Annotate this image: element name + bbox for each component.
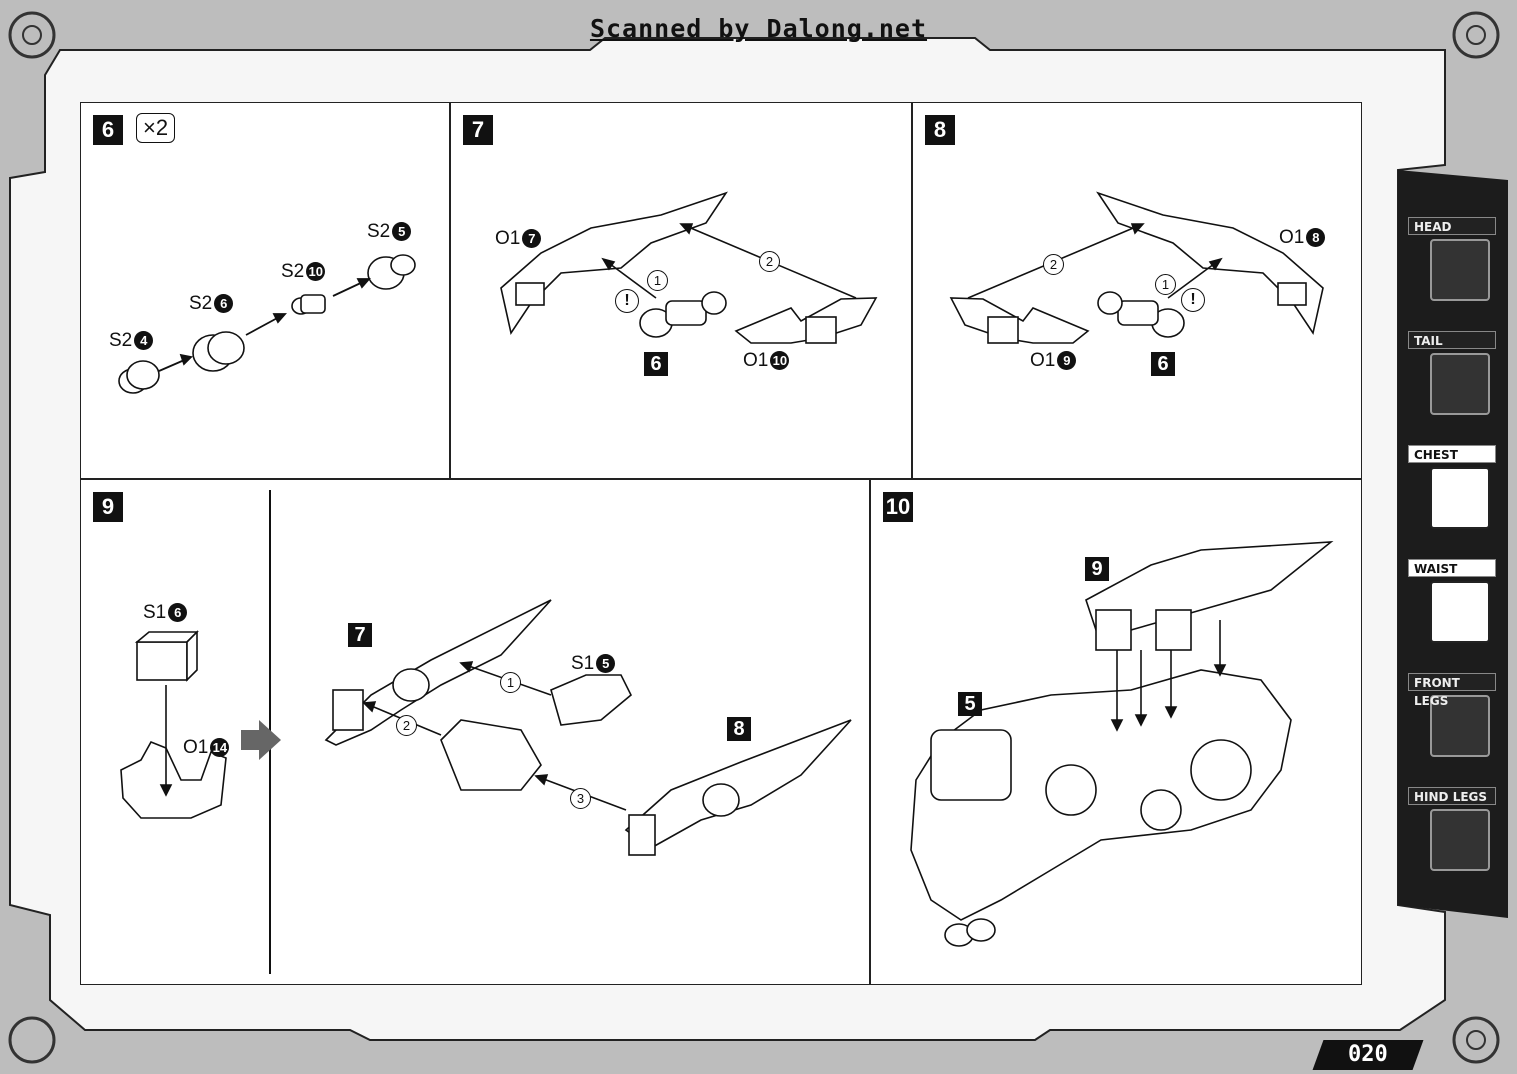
chest-icon bbox=[1430, 467, 1490, 529]
waist-icon bbox=[1430, 581, 1490, 643]
tab-front-legs[interactable]: FRONT LEGS bbox=[1408, 673, 1498, 757]
hind-legs-icon bbox=[1430, 809, 1490, 871]
tab-label: HEAD bbox=[1408, 217, 1496, 235]
caution-icon: ! bbox=[1181, 288, 1205, 312]
s8-parts-drawing bbox=[949, 191, 1324, 344]
arrow-order-2: 2 bbox=[396, 715, 417, 736]
step-number: 10 bbox=[883, 492, 913, 522]
tab-tail[interactable]: TAIL bbox=[1408, 331, 1498, 415]
page-number-text: 020 bbox=[1348, 1042, 1388, 1067]
tab-head[interactable]: HEAD bbox=[1408, 217, 1498, 301]
tab-label: WAIST bbox=[1408, 559, 1496, 577]
arrow-order-3: 3 bbox=[570, 788, 591, 809]
arrow-order-2: 2 bbox=[759, 251, 780, 272]
arrow-order-1: 1 bbox=[647, 270, 668, 291]
s7-parts-drawing bbox=[500, 191, 878, 344]
tail-icon bbox=[1430, 353, 1490, 415]
subassembly-ref: 6 bbox=[644, 352, 668, 376]
subassembly-ref: 7 bbox=[348, 623, 372, 647]
head-icon bbox=[1430, 239, 1490, 301]
s9-parts-drawing bbox=[120, 599, 852, 856]
front-legs-icon bbox=[1430, 695, 1490, 757]
s10-assembly-drawing bbox=[910, 541, 1334, 947]
subassembly-ref: 6 bbox=[1151, 352, 1175, 376]
arrow-order-1: 1 bbox=[500, 672, 521, 693]
tab-waist[interactable]: WAIST bbox=[1408, 559, 1498, 643]
tab-label: HIND LEGS bbox=[1408, 787, 1496, 805]
step-10-panel: 10 9 5 bbox=[870, 479, 1362, 985]
tab-hind-legs[interactable]: HIND LEGS bbox=[1408, 787, 1498, 871]
step-number: 9 bbox=[93, 492, 123, 522]
subassembly-ref: 5 bbox=[958, 692, 982, 716]
scan-credit: Scanned by Dalong.net bbox=[589, 14, 928, 43]
step-number: 7 bbox=[463, 115, 493, 145]
multiplier-badge: ×2 bbox=[136, 113, 176, 143]
tab-chest[interactable]: CHEST bbox=[1408, 445, 1498, 529]
step-number: 8 bbox=[925, 115, 955, 145]
arrow-order-2: 2 bbox=[1043, 254, 1064, 275]
tab-label: TAIL bbox=[1408, 331, 1496, 349]
subassembly-ref: 9 bbox=[1085, 557, 1109, 581]
s6-parts-drawing bbox=[118, 254, 416, 394]
caution-icon: ! bbox=[615, 289, 639, 313]
page-number: 020 bbox=[1312, 1040, 1424, 1070]
step-number: 6 bbox=[93, 115, 123, 145]
tab-label: CHEST bbox=[1408, 445, 1496, 463]
arrow-order-1: 1 bbox=[1155, 274, 1176, 295]
tab-label: FRONT LEGS bbox=[1408, 673, 1496, 708]
subassembly-ref: 8 bbox=[727, 717, 751, 741]
